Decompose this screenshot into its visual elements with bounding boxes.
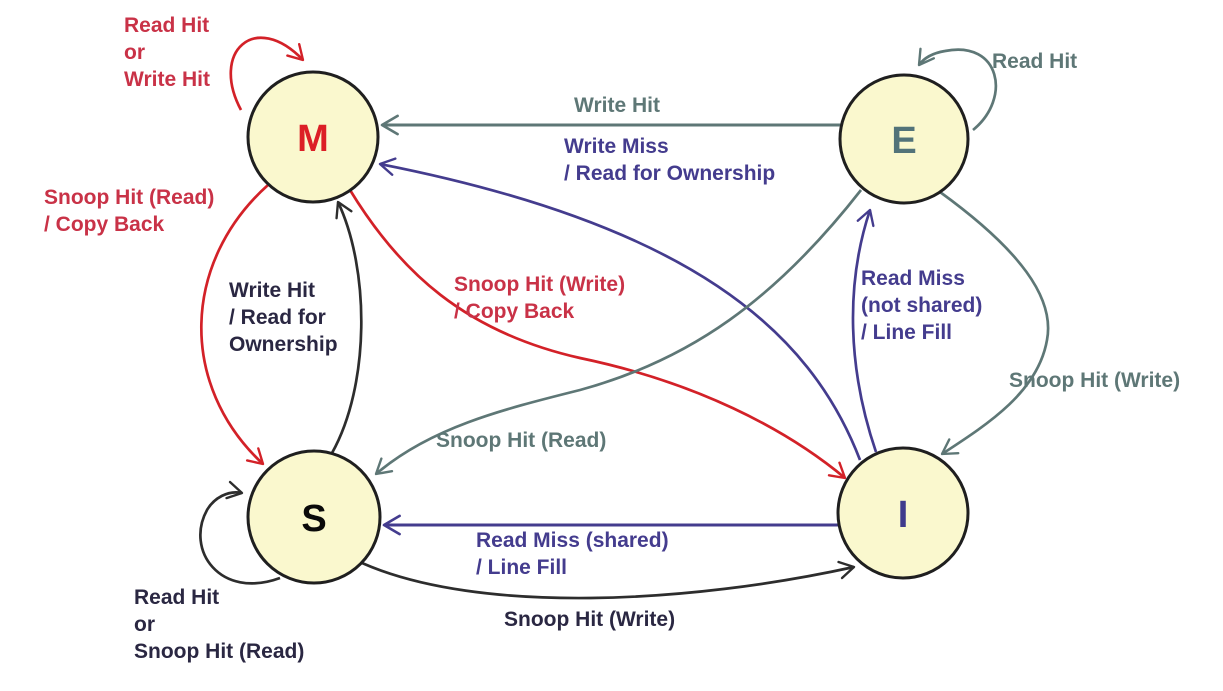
- transition-arrow-m-to-s: [200, 183, 269, 466]
- transition-arrow-m-self: [229, 36, 305, 111]
- transition-label-i-to-m: Write Miss / Read for Ownership: [564, 135, 776, 185]
- transition-arrow-s-self: [199, 480, 281, 585]
- transition-label-s-to-m: Write Hit / Read for Ownership: [229, 279, 338, 356]
- state-circle-m: [246, 70, 380, 204]
- state-circle-i: [836, 446, 970, 580]
- transition-arrows: [199, 36, 1050, 600]
- transition-label-e-to-m: Write Hit: [574, 94, 660, 117]
- transition-arrow-m-to-i: [348, 189, 847, 480]
- state-node-s: S: [246, 449, 382, 585]
- transition-label-m-to-s: Snoop Hit (Read) / Copy Back: [44, 186, 215, 236]
- transition-label-m-self: Read Hit or Write Hit: [124, 14, 210, 91]
- transition-label-s-self: Read Hit or Snoop Hit (Read): [134, 586, 305, 663]
- transition-arrow-e-self: [917, 47, 998, 132]
- state-nodes: M E S I: [246, 70, 970, 585]
- transition-label-m-to-i: Snoop Hit (Write) / Copy Back: [454, 273, 626, 323]
- transition-label-e-to-i: Snoop Hit (Write): [1009, 369, 1181, 392]
- transition-label-e-self: Read Hit: [992, 50, 1078, 73]
- transition-arrow-s-to-m: [330, 200, 363, 454]
- state-node-e: E: [838, 73, 970, 205]
- transition-arrow-e-to-i: [939, 190, 1050, 456]
- transition-label-i-to-s: Read Miss (shared) / Line Fill: [476, 529, 669, 579]
- state-circle-e: [838, 73, 970, 205]
- state-node-m: M: [246, 70, 380, 204]
- transition-arrow-i-to-e: [851, 208, 878, 453]
- state-node-i: I: [836, 446, 970, 580]
- transition-arrow-e-to-s: [374, 189, 863, 476]
- transition-arrow-i-to-m: [378, 157, 862, 461]
- transition-label-s-to-i: Snoop Hit (Write): [504, 608, 676, 631]
- state-circle-s: [246, 449, 382, 585]
- transition-arrow-s-to-i: [361, 560, 856, 600]
- transition-label-e-to-s: Snoop Hit (Read): [436, 429, 607, 452]
- state-letter-e: E: [891, 120, 916, 162]
- state-letter-i: I: [898, 494, 909, 536]
- state-letter-s: S: [301, 498, 326, 540]
- state-letter-m: M: [297, 118, 329, 160]
- transition-label-i-to-e: Read Miss (not shared) / Line Fill: [861, 267, 983, 344]
